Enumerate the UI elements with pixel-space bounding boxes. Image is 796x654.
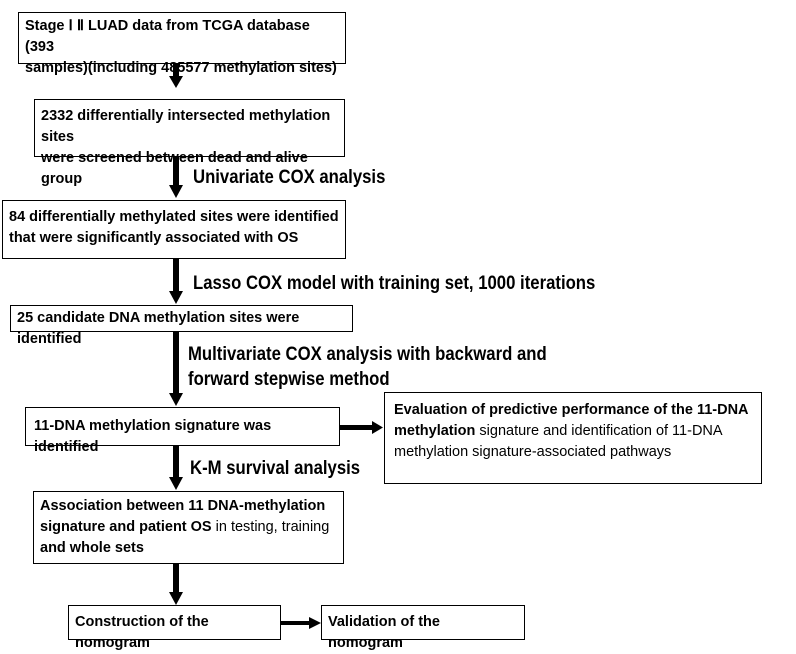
arrow-head-3 bbox=[169, 291, 183, 304]
box-screened-sites-line1: 2332 differentially intersected methylat… bbox=[41, 108, 331, 145]
box-univariate-result-line2: that were significantly associated with … bbox=[9, 230, 299, 246]
box-stage-data-line1: Stage Ⅰ Ⅱ LUAD data from TCGA database (… bbox=[25, 18, 310, 55]
arrow-shaft-h1 bbox=[340, 425, 374, 430]
arrow-shaft-6 bbox=[173, 564, 179, 594]
box-screened-sites: 2332 differentially intersected methylat… bbox=[34, 99, 345, 187]
arrow-shaft-2 bbox=[173, 157, 179, 187]
arrow-head-5 bbox=[169, 477, 183, 490]
box-association-line2-bold: signature and patient OS bbox=[40, 519, 212, 535]
box-candidate-sites: 25 candidate DNA methylation sites were … bbox=[10, 305, 353, 347]
box-signature-identified-line1: 11-DNA methylation signature was identif… bbox=[34, 418, 272, 455]
box-evaluation-line2-rest: signature and identification of 11-DNA bbox=[475, 423, 723, 439]
box-construction-nomogram-line1: Construction of the nomogram bbox=[75, 614, 209, 651]
box-evaluation-line3: methylation signature-associated pathway… bbox=[394, 444, 672, 460]
box-association-line1: Association between 11 DNA-methylation bbox=[40, 498, 326, 514]
arrow-head-h2 bbox=[309, 617, 321, 629]
arrow-head-6 bbox=[169, 592, 183, 605]
arrow-shaft-4 bbox=[173, 332, 179, 395]
box-stage-data: Stage Ⅰ Ⅱ LUAD data from TCGA database (… bbox=[18, 12, 346, 76]
box-univariate-result: 84 differentially methylated sites were … bbox=[2, 200, 346, 259]
arrow-shaft-3 bbox=[173, 259, 179, 293]
box-evaluation: Evaluation of predictive performance of … bbox=[384, 392, 762, 484]
box-construction-nomogram: Construction of the nomogram bbox=[68, 605, 281, 651]
box-validation-nomogram: Validation of the nomogram bbox=[321, 605, 525, 651]
box-association: Association between 11 DNA-methylation s… bbox=[33, 491, 344, 564]
arrow-head-h1 bbox=[372, 421, 383, 434]
step-km-survival: K-M survival analysis bbox=[190, 458, 361, 479]
box-signature-identified: 11-DNA methylation signature was identif… bbox=[25, 407, 340, 455]
box-screened-sites-line2: were screened between dead and alive gro… bbox=[41, 150, 308, 187]
box-evaluation-line2-bold: methylation bbox=[394, 423, 476, 439]
arrow-shaft-h2 bbox=[281, 621, 311, 625]
step-lasso-cox: Lasso COX model with training set, 1000 … bbox=[193, 273, 596, 294]
arrow-head-2 bbox=[169, 185, 183, 198]
step-multivariate-cox-line2: forward stepwise method bbox=[188, 369, 390, 390]
box-candidate-sites-line1: 25 candidate DNA methylation sites were … bbox=[17, 310, 300, 347]
box-univariate-result-line1: 84 differentially methylated sites were … bbox=[9, 209, 339, 225]
box-validation-nomogram-line1: Validation of the nomogram bbox=[328, 614, 440, 651]
box-stage-data-line2: samples)(including 485577 methylation si… bbox=[25, 60, 337, 76]
step-multivariate-cox-line1: Multivariate COX analysis with backward … bbox=[188, 344, 547, 365]
box-evaluation-line1: Evaluation of predictive performance of … bbox=[394, 402, 749, 418]
arrow-shaft-5 bbox=[173, 446, 179, 479]
arrow-head-1 bbox=[169, 76, 183, 88]
step-univariate-cox: Univariate COX analysis bbox=[193, 167, 386, 188]
box-association-line2: signature and patient OS in testing, tra… bbox=[40, 517, 337, 538]
arrow-shaft-1 bbox=[173, 64, 179, 78]
box-association-line3: and whole sets bbox=[40, 540, 144, 556]
box-association-line2-rest: in testing, training bbox=[211, 519, 330, 535]
box-evaluation-line2: methylation signature and identification… bbox=[394, 421, 755, 442]
arrow-head-4 bbox=[169, 393, 183, 406]
